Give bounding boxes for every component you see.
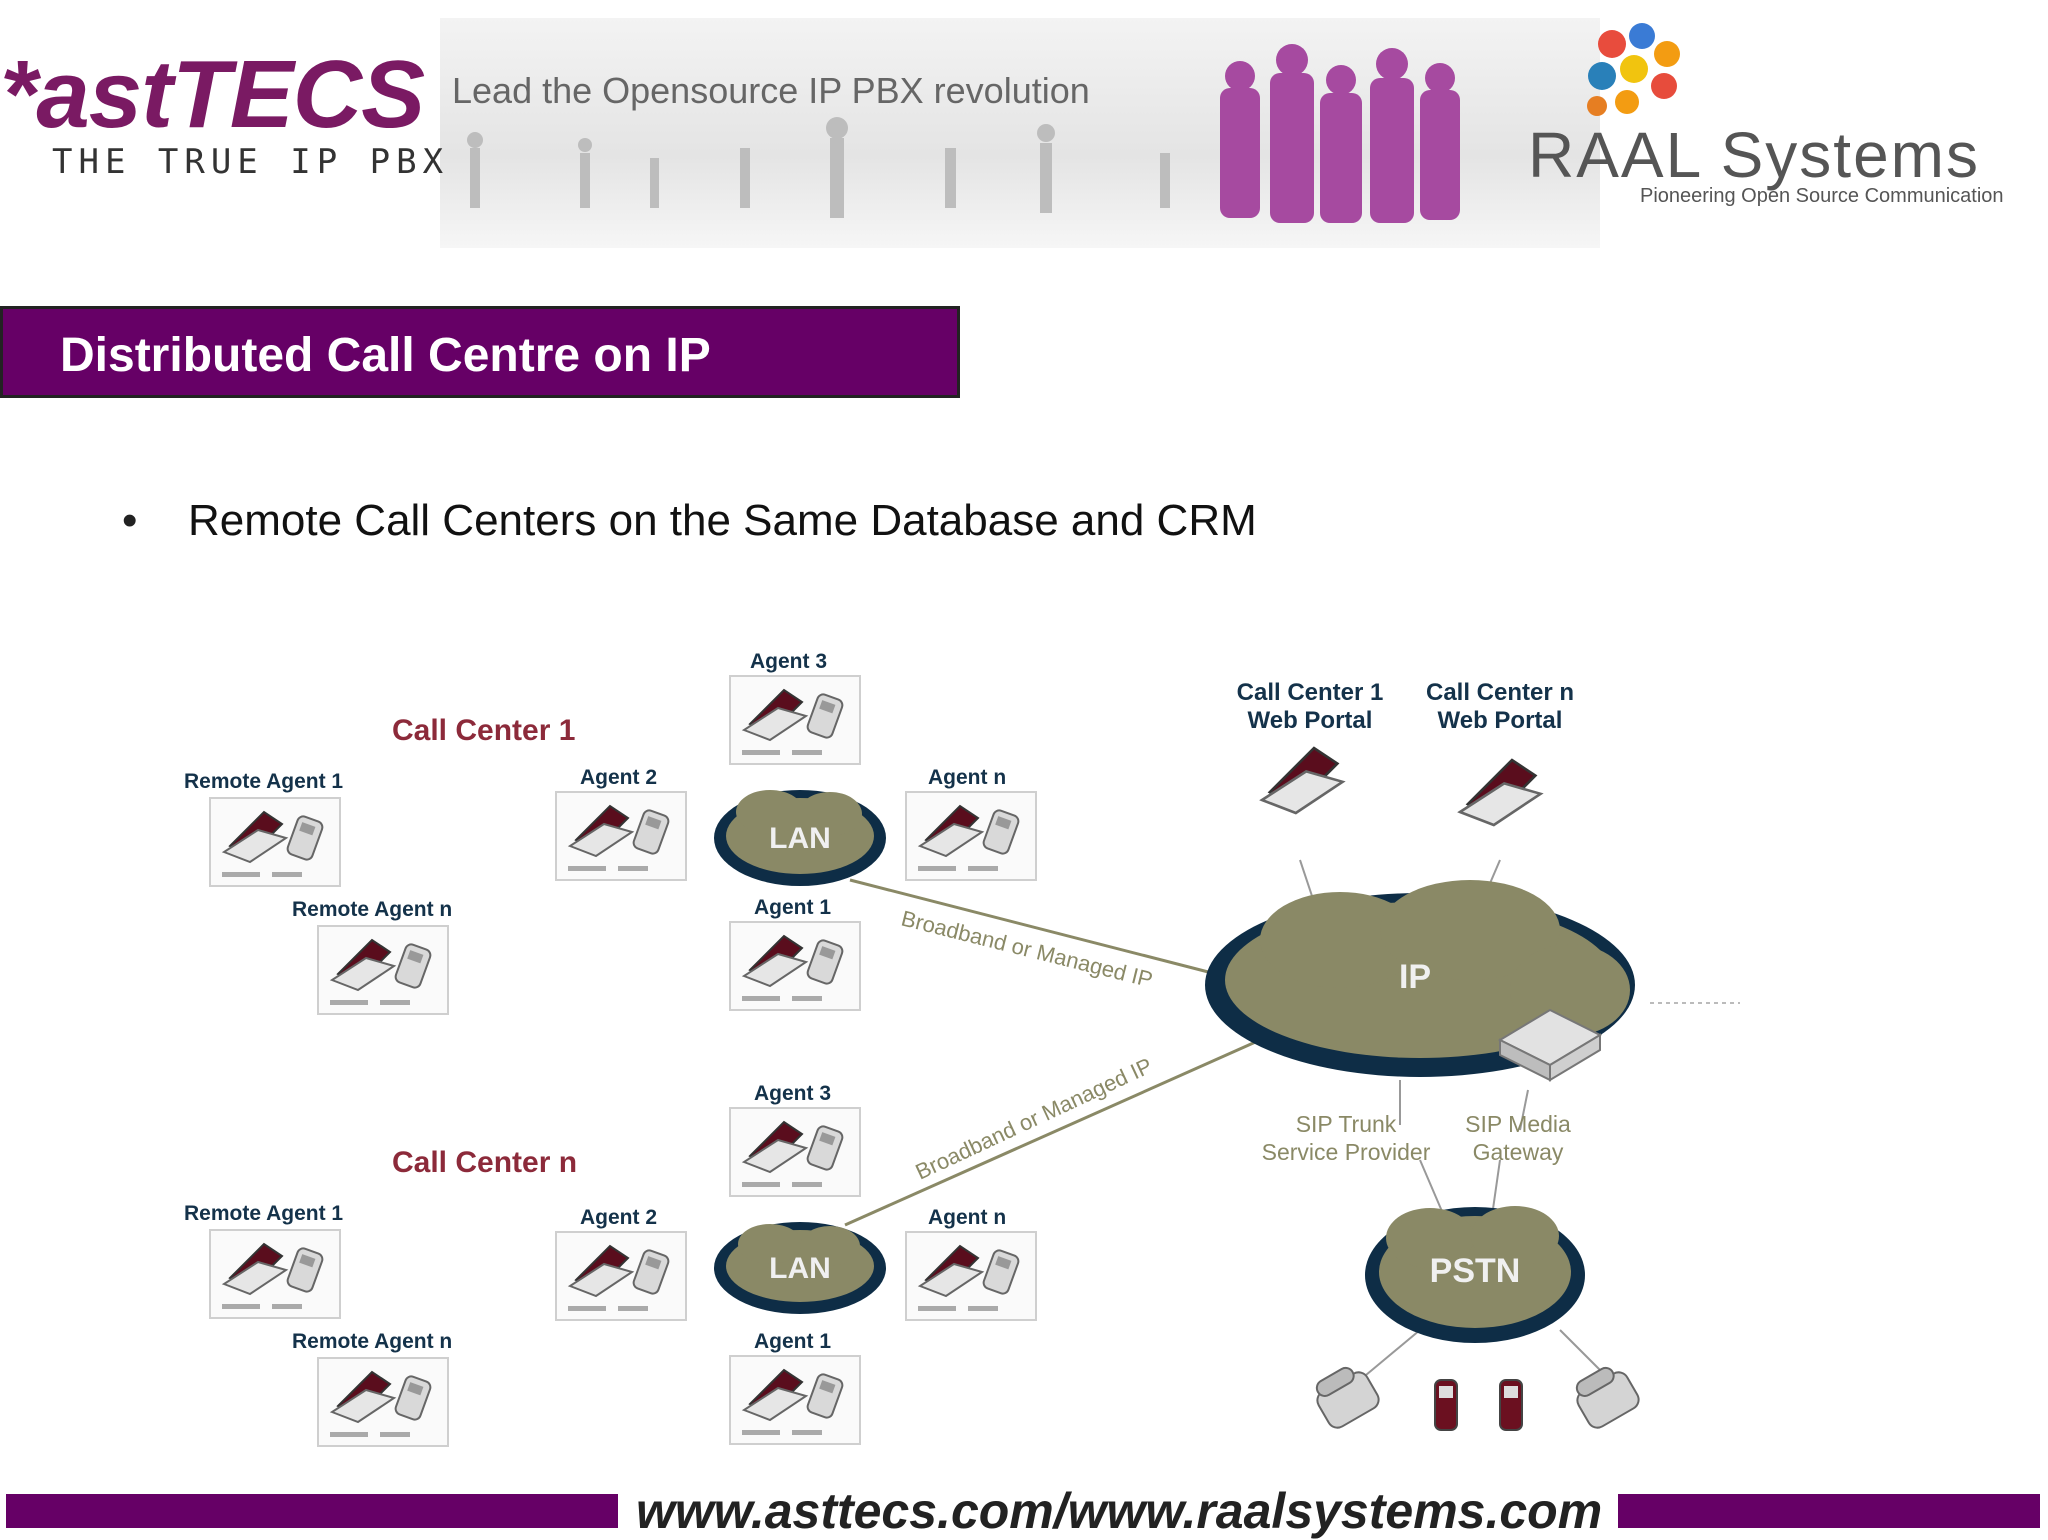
cc1-agent-1-label: Agent 1 — [754, 896, 831, 919]
pstn-cloud: PSTN — [1365, 1206, 1585, 1343]
call-center-n-label: Call Center n — [392, 1146, 577, 1179]
link-label-bottom: Broadband or Managed IP — [912, 1053, 1156, 1185]
cc1-agent-n-label: Agent n — [928, 766, 1006, 789]
ccn-agent-2-station — [556, 1232, 686, 1320]
asttecs-logo: *astTECS — [0, 41, 425, 148]
cc1-lan-label: LAN — [769, 822, 831, 855]
ccn-lan-cloud: LAN — [714, 1222, 886, 1314]
cc1-agent-n-station — [906, 792, 1036, 880]
bullet-text: Remote Call Centers on the Same Database… — [188, 496, 1257, 545]
asttecs-tagline: THE TRUE IP PBX — [52, 142, 450, 182]
footer-bar-right — [1618, 1494, 2040, 1528]
title-bar — [0, 306, 960, 398]
ip-label: IP — [1399, 958, 1431, 996]
footer-url[interactable]: www.asttecs.com/www.raalsystems.com — [636, 1483, 1603, 1539]
ccn-remote-agent-1-station — [210, 1230, 340, 1318]
cc1-agent-1-station — [730, 922, 860, 1010]
portal-1-laptop-icon — [1260, 746, 1344, 815]
raal-systems-logo: RAAL Systems — [1528, 119, 1980, 191]
ccn-agent-2-label: Agent 2 — [580, 1206, 657, 1229]
portal-n-line-2: Web Portal — [1438, 707, 1563, 734]
ccn-remote-agent-n-label: Remote Agent n — [292, 1330, 452, 1353]
pstn-mobile-left-icon — [1434, 1379, 1458, 1431]
cc1-remote-agent-n-station — [318, 926, 448, 1014]
ccn-remote-agent-1-label: Remote Agent 1 — [184, 1202, 343, 1225]
cc1-remote-agent-1-label: Remote Agent 1 — [184, 770, 343, 793]
raal-logo-icon — [1587, 23, 1680, 116]
pstn-mobile-right-icon — [1499, 1379, 1523, 1431]
ccn-agent-1-label: Agent 1 — [754, 1330, 831, 1353]
banner-slogan: Lead the Opensource IP PBX revolution — [452, 70, 1090, 111]
sip-gateway-line-2: Gateway — [1473, 1139, 1564, 1165]
slide-title: Distributed Call Centre on IP — [60, 329, 711, 382]
ccn-agent-3-station — [730, 1108, 860, 1196]
header: *astTECS THE TRUE IP PBX Lead the Openso… — [0, 0, 2048, 250]
media-gateway-icon — [1497, 1008, 1603, 1082]
cc1-remote-agent-n-label: Remote Agent n — [292, 898, 452, 921]
raal-systems-tagline: Pioneering Open Source Communication — [1640, 185, 2004, 207]
footer-bar-left — [6, 1494, 618, 1528]
ccn-agent-n-station — [906, 1232, 1036, 1320]
portal-1-line-2: Web Portal — [1248, 707, 1373, 734]
cc1-agent-3-label: Agent 3 — [750, 650, 827, 673]
cc1-agent-3-station — [730, 676, 860, 764]
pstn-desk-phone-right-icon — [1567, 1359, 1644, 1433]
ccn-lan-label: LAN — [769, 1252, 831, 1285]
ccn-agent-1-station — [730, 1356, 860, 1444]
portal-n-line-1: Call Center n — [1426, 679, 1574, 706]
cc1-lan-cloud: LAN — [714, 790, 886, 886]
sip-gateway-line-1: SIP Media — [1465, 1111, 1571, 1137]
portal-1-line-1: Call Center 1 — [1237, 679, 1384, 706]
cc1-agent-2-label: Agent 2 — [580, 766, 657, 789]
pstn-label: PSTN — [1430, 1252, 1521, 1290]
banner-people-image — [467, 44, 1460, 223]
sip-trunk-line-1: SIP Trunk — [1296, 1111, 1397, 1137]
ccn-agent-3-label: Agent 3 — [754, 1082, 831, 1105]
ccn-agent-n-label: Agent n — [928, 1206, 1006, 1229]
ccn-remote-agent-n-station — [318, 1358, 448, 1446]
link-cc1-ip — [849, 878, 1221, 977]
cc1-remote-agent-1-station — [210, 798, 340, 886]
link-ccn-ip — [844, 1038, 1261, 1227]
sip-trunk-line-2: Service Provider — [1262, 1139, 1431, 1165]
portal-n-laptop-icon — [1458, 758, 1542, 827]
bullet-marker: • — [122, 496, 138, 545]
cc1-agent-2-station — [556, 792, 686, 880]
call-center-1-label: Call Center 1 — [392, 714, 575, 747]
